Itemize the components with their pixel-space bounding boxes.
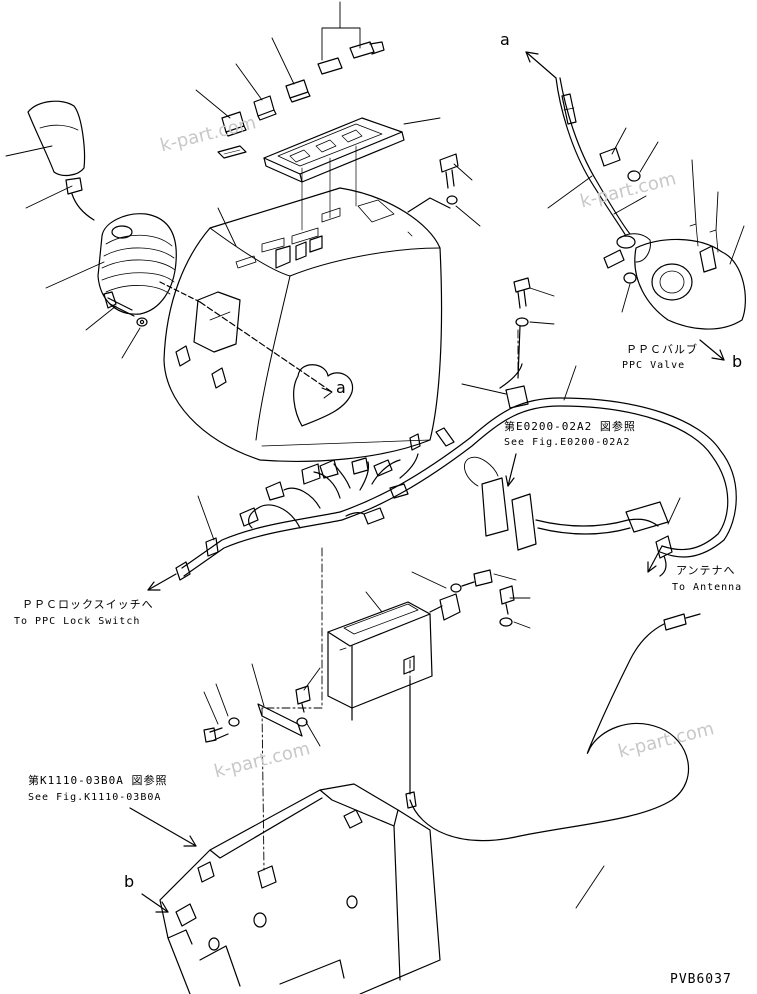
radio-fasteners	[203, 569, 515, 743]
wiring-harness	[175, 363, 737, 581]
callout-b-valve: b	[732, 352, 743, 371]
fig-k1110-label-en: See Fig.K1110-03B0A	[28, 792, 162, 803]
antenna-label-en: To Antenna	[672, 582, 743, 593]
callout-a-top: a	[500, 30, 510, 49]
ppc-lock-label-jp: ＰＰＣロックスイッチへ	[22, 598, 154, 611]
ppc-valve-label-jp: ＰＰＣバルブ	[626, 343, 698, 356]
drawing-code: PVB6037	[670, 972, 732, 987]
antenna-cable	[405, 613, 701, 842]
reference-arrows	[129, 51, 725, 913]
fig-k1110-label-jp: 第K1110-03B0A 図参照	[28, 774, 168, 787]
leader-lines	[5, 1, 745, 909]
radio-unit	[327, 593, 461, 721]
ppc-valve	[555, 77, 746, 330]
ppc-valve-label-en: PPC Valve	[622, 360, 686, 371]
console-bracket	[159, 783, 441, 994]
shift-lever-knob	[27, 100, 95, 221]
callout-a-console: a	[336, 378, 346, 397]
console-box	[163, 187, 443, 462]
antenna-label-jp: アンテナへ	[676, 564, 736, 577]
guide-lines	[261, 329, 519, 871]
ppc-lock-label-en: To PPC Lock Switch	[14, 616, 141, 627]
callout-b-bracket: b	[124, 872, 135, 891]
bolt-mid	[513, 277, 531, 379]
fig-e0200-label-jp: 第E0200-02A2 図参照	[504, 420, 636, 433]
lever-boot	[97, 213, 201, 315]
switch-panel	[217, 41, 405, 231]
bolt-panel	[407, 153, 459, 213]
fig-e0200-label-en: See Fig.E0200-02A2	[504, 437, 631, 448]
bolt-left	[103, 291, 148, 327]
